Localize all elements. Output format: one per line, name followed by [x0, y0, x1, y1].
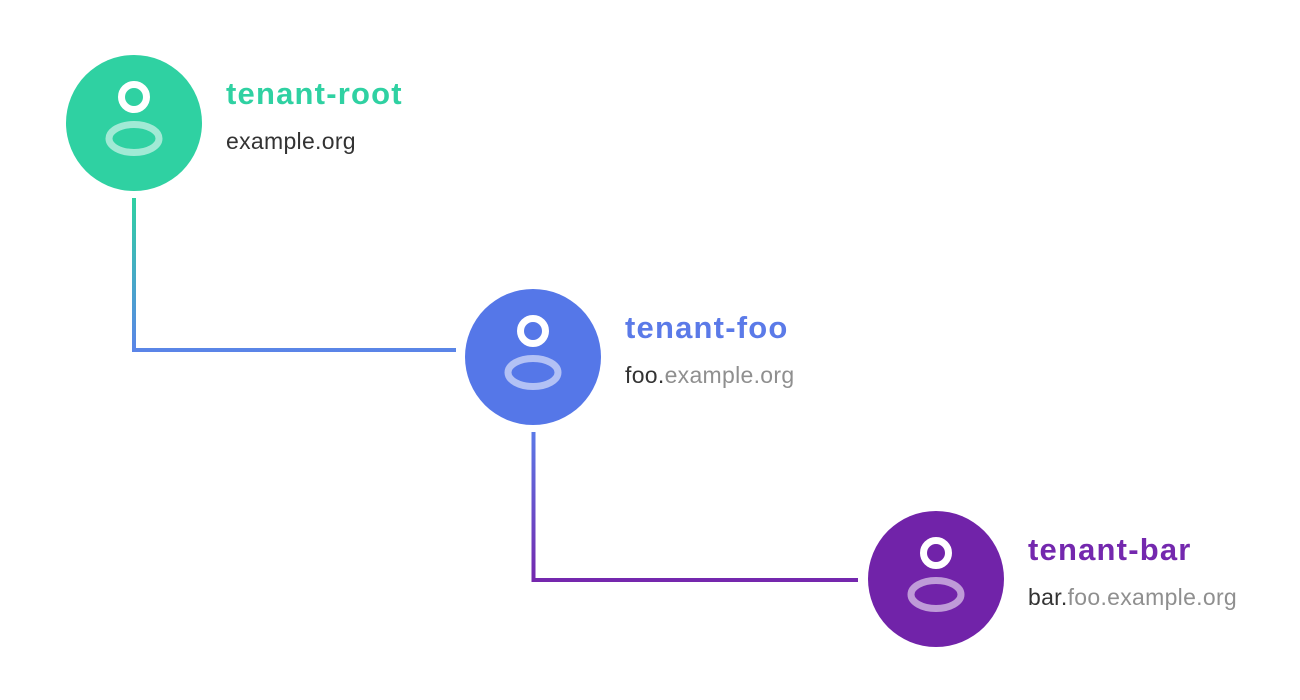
node-tenant-foo: tenant-foo foo.example.org	[465, 289, 1065, 425]
user-icon-head	[920, 537, 952, 569]
tenant-domain: bar.foo.example.org	[1028, 583, 1237, 611]
avatar-tenant-root	[66, 55, 202, 191]
user-icon-body	[907, 577, 965, 612]
domain-strong: foo.	[625, 362, 665, 388]
domain-strong: bar.	[1028, 584, 1068, 610]
tenant-name: tenant-root	[226, 76, 403, 111]
node-labels: tenant-bar bar.foo.example.org	[1028, 533, 1237, 611]
tenant-domain: example.org	[226, 127, 403, 155]
user-icon-head	[517, 315, 549, 347]
user-icon-head	[118, 81, 150, 113]
node-tenant-bar: tenant-bar bar.foo.example.org	[868, 511, 1300, 647]
node-labels: tenant-foo foo.example.org	[625, 311, 794, 389]
avatar-tenant-foo	[465, 289, 601, 425]
avatar-tenant-bar	[868, 511, 1004, 647]
tenant-name: tenant-foo	[625, 310, 789, 345]
user-icon-body	[504, 355, 562, 390]
domain-muted: example.org	[664, 362, 795, 388]
domain-strong: example.org	[226, 128, 356, 154]
user-icon	[907, 537, 965, 612]
tenant-domain: foo.example.org	[625, 361, 794, 389]
connector-foo-to-bar	[531, 432, 858, 582]
node-tenant-root: tenant-root example.org	[66, 55, 666, 191]
domain-muted: foo.example.org	[1067, 584, 1238, 610]
user-icon-body	[105, 121, 163, 156]
user-icon	[105, 81, 163, 156]
connector-root-to-foo	[132, 198, 456, 352]
tenant-name: tenant-bar	[1028, 532, 1192, 567]
node-labels: tenant-root example.org	[226, 77, 403, 155]
user-icon	[504, 315, 562, 390]
